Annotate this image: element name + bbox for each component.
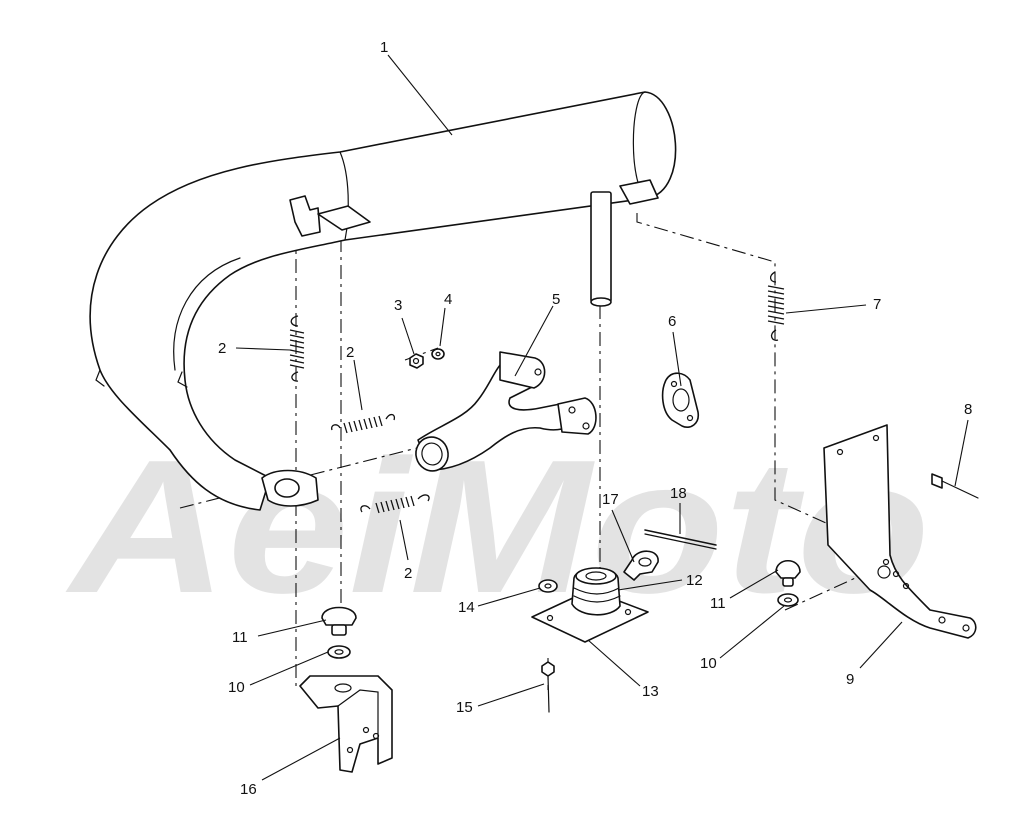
- callout-2-spring-left: 2: [218, 340, 226, 357]
- y-manifold: [415, 351, 597, 472]
- washer-right: [777, 593, 799, 607]
- bolt: [931, 473, 979, 499]
- washer-left: [327, 645, 351, 659]
- callout-10-right: 10: [700, 655, 717, 672]
- callout-4: 4: [444, 291, 452, 308]
- bumper-right: [775, 559, 801, 587]
- grommet: [571, 567, 621, 616]
- callout-1: 1: [380, 39, 388, 56]
- rod: [644, 529, 717, 550]
- muffler: [89, 91, 677, 511]
- right-mounting-plate: [823, 424, 977, 639]
- callout-17: 17: [602, 491, 619, 508]
- callout-15: 15: [456, 699, 473, 716]
- callout-16: 16: [240, 781, 257, 798]
- left-mounting-bracket: [299, 675, 393, 773]
- spring-lower: [360, 494, 430, 514]
- spring-left: [289, 315, 305, 382]
- callout-11-left: 11: [232, 629, 248, 646]
- nut: [409, 353, 424, 369]
- washer: [431, 348, 445, 360]
- callout-11-right: 11: [710, 595, 726, 612]
- callout-12: 12: [686, 572, 703, 589]
- callout-7: 7: [873, 296, 881, 313]
- clamp: [623, 550, 659, 581]
- screw: [541, 661, 555, 713]
- callout-6: 6: [668, 313, 676, 330]
- callout-14: 14: [458, 599, 475, 616]
- callout-2-spring-middle: 2: [346, 344, 354, 361]
- callout-3: 3: [394, 297, 402, 314]
- small-nut: [538, 579, 558, 593]
- leader-lines: [235, 54, 969, 781]
- bumper-left: [321, 606, 357, 636]
- callout-18: 18: [670, 485, 687, 502]
- callout-9: 9: [846, 671, 854, 688]
- gasket: [661, 372, 700, 428]
- callout-10-left: 10: [228, 679, 245, 696]
- callout-5: 5: [552, 291, 560, 308]
- spring-middle: [331, 413, 396, 434]
- spring-right: [767, 271, 785, 341]
- callout-8: 8: [964, 401, 972, 418]
- callout-labels: 1 2 2 2 3 4 5 6 7 8 9 10 10 11 11 12 13 …: [218, 39, 972, 798]
- callout-2-spring-lower: 2: [404, 565, 412, 582]
- callout-13: 13: [642, 683, 659, 700]
